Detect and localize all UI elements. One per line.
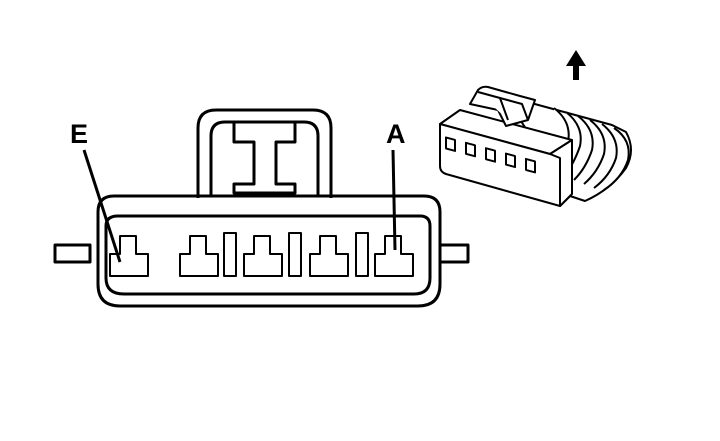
terminal-e [109, 235, 149, 277]
rib-3 [355, 232, 369, 277]
pin-label-a: A [386, 119, 406, 149]
terminal-b [309, 235, 349, 277]
iso-cavity-2 [465, 141, 476, 158]
rib-2 [288, 232, 302, 277]
leader-line-a [391, 149, 397, 251]
iso-cavity-4 [505, 152, 516, 169]
iso-cavity-5 [525, 157, 536, 174]
terminal-a [374, 235, 414, 277]
latch-t-piece [232, 120, 297, 195]
leader-line-e [82, 149, 122, 263]
terminal-c [243, 235, 283, 277]
rib-1 [223, 232, 237, 277]
connector-face-view: E A [53, 108, 470, 308]
connector-isometric-view [439, 85, 632, 207]
iso-cavity-3 [485, 147, 496, 163]
iso-side-face [549, 139, 573, 207]
iso-cavity-1 [445, 136, 456, 152]
pin-label-e: E [70, 119, 88, 149]
up-arrow-icon [566, 50, 586, 80]
terminal-d [179, 235, 219, 277]
left-ear [53, 243, 92, 264]
